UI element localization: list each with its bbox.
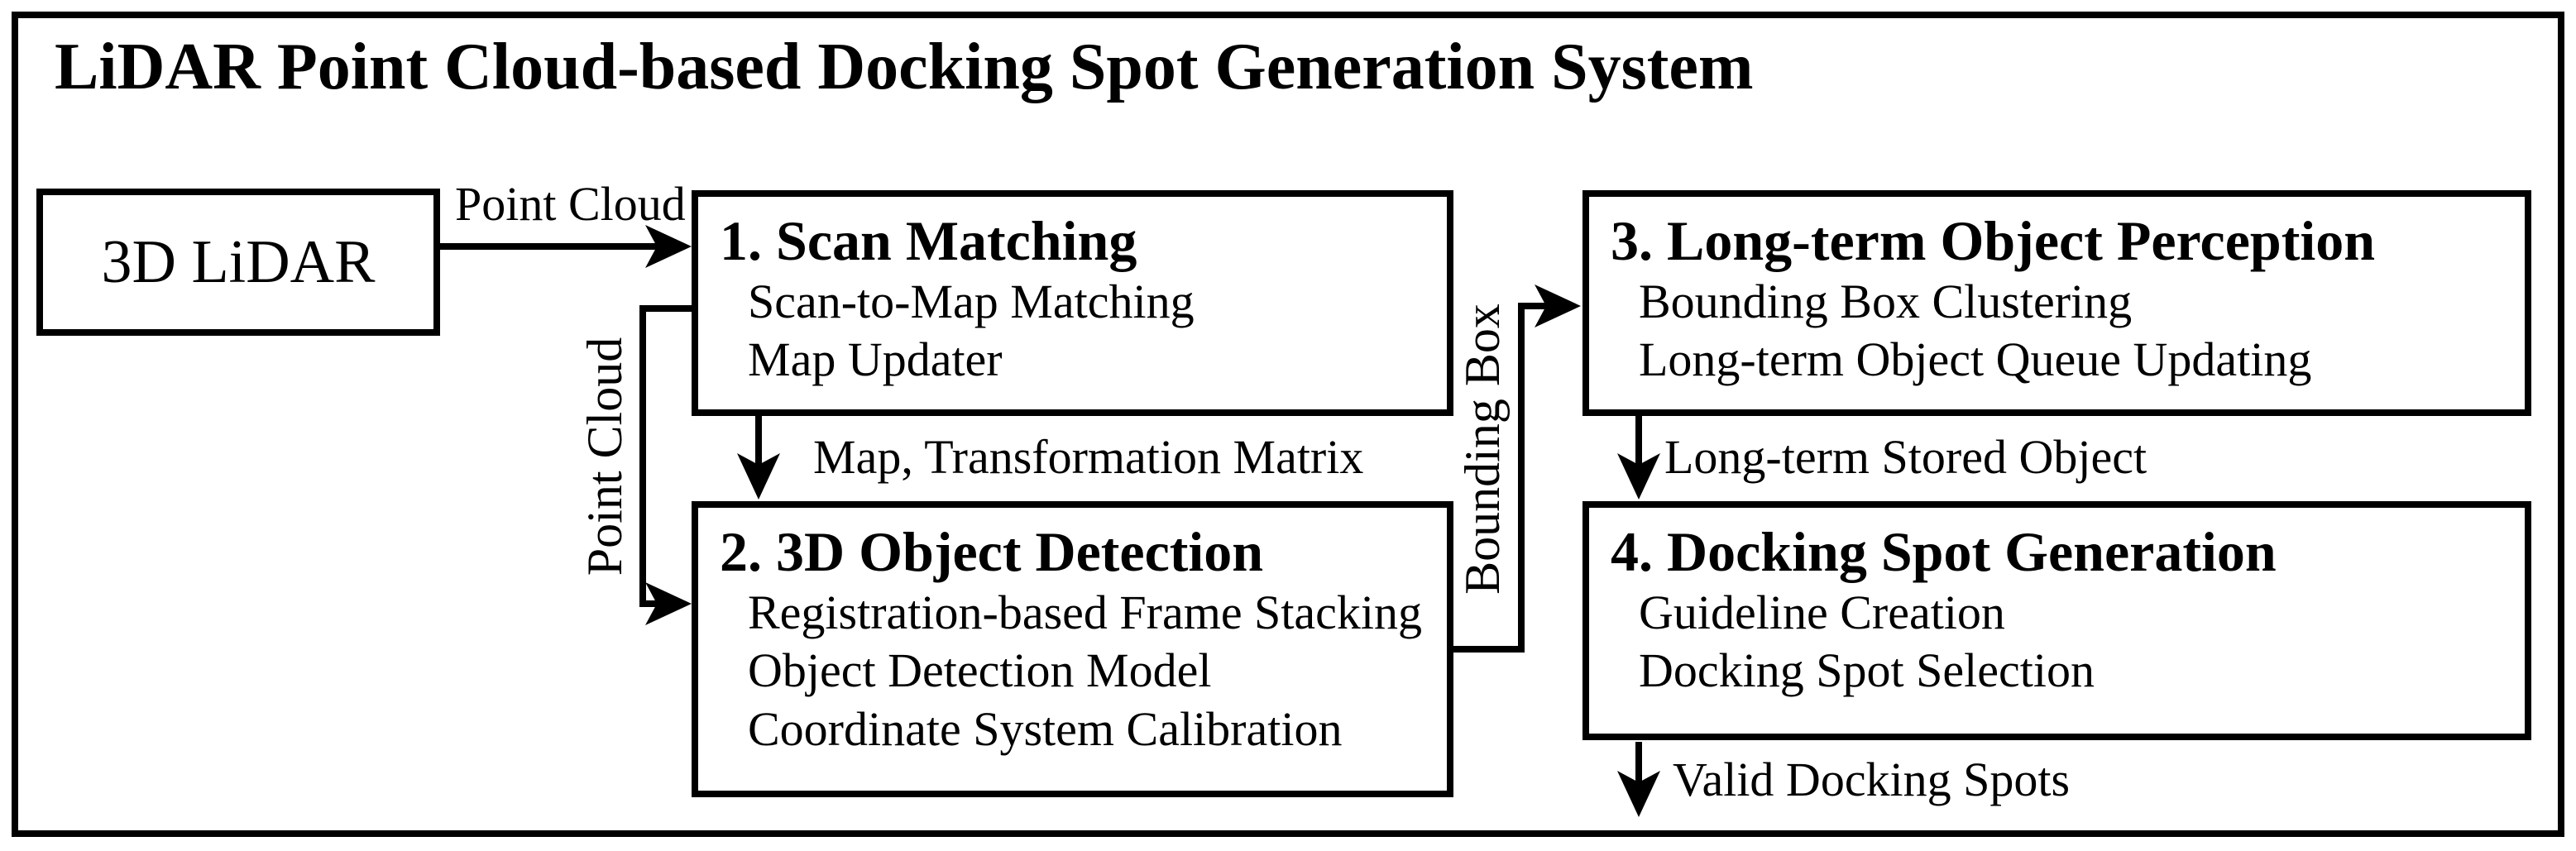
- system-frame: [12, 12, 2564, 837]
- flow-label-valid-docking-spots: Valid Docking Spots: [1673, 753, 2071, 806]
- flow-label-point-cloud: Point Cloud: [455, 177, 686, 231]
- module-item: Coordinate System Calibration: [748, 701, 1343, 756]
- node-3d-lidar: 3D LiDAR: [36, 189, 440, 336]
- module-heading: 4. Docking Spot Generation: [1611, 520, 2277, 583]
- flow-label-point-cloud-vertical: Point Cloud: [577, 337, 632, 576]
- module-item: Scan-to-Map Matching: [748, 275, 1195, 329]
- system-title: LiDAR Point Cloud-based Docking Spot Gen…: [55, 31, 1754, 103]
- module-item: Map Updater: [748, 332, 1003, 387]
- flow-label-map-transformation-matrix: Map, Transformation Matrix: [813, 430, 1364, 484]
- module-item: Long-term Object Queue Updating: [1639, 332, 2312, 387]
- flow-label-bounding-box: Bounding Box: [1455, 304, 1510, 595]
- module-long-term-object-perception: 3. Long-term Object Perception Bounding …: [1582, 190, 2531, 416]
- module-item: Docking Spot Selection: [1639, 643, 2095, 698]
- flow-label-long-term-stored-object: Long-term Stored Object: [1664, 430, 2147, 484]
- module-scan-matching: 1. Scan Matching Scan-to-Map Matching Ma…: [692, 190, 1453, 416]
- module-item: Bounding Box Clustering: [1639, 275, 2133, 329]
- module-3d-object-detection: 2. 3D Object Detection Registration-base…: [692, 501, 1453, 797]
- module-docking-spot-generation: 4. Docking Spot Generation Guideline Cre…: [1582, 501, 2531, 740]
- module-heading: 2. 3D Object Detection: [720, 520, 1264, 583]
- module-item: Guideline Creation: [1639, 586, 2005, 640]
- module-heading: 3. Long-term Object Perception: [1611, 209, 2376, 272]
- module-heading: 1. Scan Matching: [720, 209, 1137, 272]
- module-item: Object Detection Model: [748, 643, 1212, 698]
- node-3d-lidar-label: 3D LiDAR: [101, 227, 376, 296]
- module-item: Registration-based Frame Stacking: [748, 586, 1423, 640]
